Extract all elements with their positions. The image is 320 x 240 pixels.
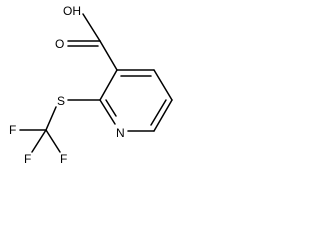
structure-drawing: OH O S N F F F: [9, 4, 173, 166]
bond-c-f-bottom-left: [31, 129, 47, 153]
nitrogen-label: N: [116, 126, 125, 140]
carbonyl-oxygen-label: O: [55, 37, 64, 51]
fluorine-left-label: F: [9, 123, 16, 137]
bond-lines: [19, 13, 173, 153]
sulfur-label: S: [57, 94, 65, 108]
ring-bond-c5-c6-inner: [150, 99, 167, 126]
ring-bond-c4-c5: [153, 69, 173, 101]
hydroxyl-label: OH: [63, 4, 81, 18]
molecule-diagram: OH O S N F F F: [0, 0, 185, 190]
bond-c-oh: [82, 13, 101, 42]
bond-c-f-bottom-right: [45, 129, 61, 153]
fluorine-bottom-right-label: F: [60, 152, 67, 166]
ring-bond-c5-c6: [153, 99, 173, 132]
ring-bond-n-c2-inner: [105, 99, 117, 117]
atom-labels: OH O S N F F F: [9, 4, 125, 166]
bond-s-cf3: [45, 106, 57, 131]
ring-bond-c2-c3: [99, 69, 118, 101]
fluorine-bottom-left-label: F: [24, 152, 31, 166]
bond-carboxyl-ring: [99, 40, 118, 71]
ring-bond-n-c2: [99, 99, 116, 125]
